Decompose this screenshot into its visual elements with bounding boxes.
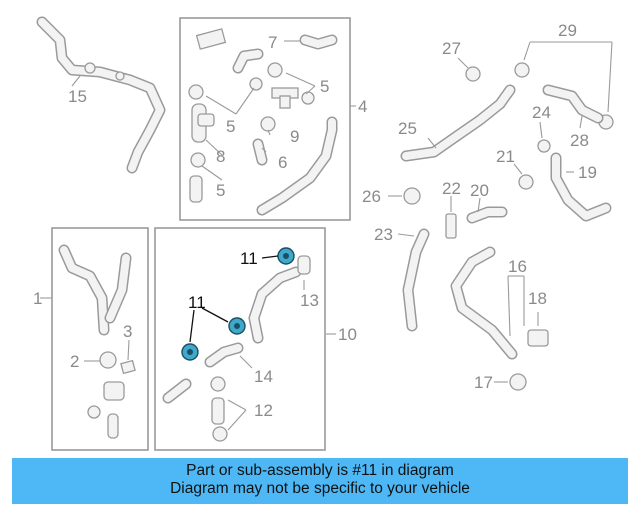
- callout-18: 18: [528, 289, 547, 308]
- housing-part-1: [58, 244, 132, 336]
- group-box-4: [179, 17, 351, 221]
- clamp-part-29-a: [514, 62, 530, 78]
- clamp-part-12-b: [212, 426, 228, 442]
- callout-16: 16: [508, 257, 527, 276]
- callout-27: 27: [442, 39, 461, 58]
- hose-part-7: [299, 34, 338, 50]
- callout-17: 17: [474, 373, 493, 392]
- callout-8: 8: [216, 147, 225, 166]
- hose-part-28: [542, 84, 604, 124]
- clamp-part-11-bottom[interactable]: [181, 343, 199, 361]
- elbow-hose: [232, 48, 264, 74]
- clamp-part-2: [99, 351, 117, 369]
- hose-part-23: [402, 228, 430, 332]
- hose-part-16: [450, 246, 518, 360]
- callout-10: 10: [338, 325, 357, 344]
- clamp-part-5-b: [249, 77, 263, 91]
- callout-25: 25: [398, 119, 417, 138]
- main-hose-4: [256, 116, 338, 216]
- banner-line-2: Diagram may not be specific to your vehi…: [170, 480, 470, 497]
- hose-part-20: [466, 206, 508, 224]
- o-ring-part: [87, 405, 101, 419]
- clamp-part-26: [403, 187, 421, 205]
- callout-1: 1: [33, 289, 42, 308]
- clamp-part-21: [518, 174, 534, 190]
- hose-part-6: [252, 138, 268, 166]
- clamp-part-17: [509, 373, 527, 391]
- callout-9: 9: [290, 127, 299, 146]
- fitting-part: [103, 381, 125, 401]
- callout-19: 19: [578, 163, 597, 182]
- callout-3: 3: [123, 322, 132, 341]
- callout-4: 4: [358, 97, 367, 116]
- clamp-part-9: [260, 116, 276, 132]
- fitting-part-13: [297, 255, 311, 275]
- callout-29: 29: [558, 21, 577, 40]
- callout-5-c: 5: [216, 181, 225, 200]
- callout-20: 20: [470, 181, 489, 200]
- hose-part-10: [248, 266, 302, 344]
- clamp-part-12-a: [210, 376, 226, 392]
- banner-line-1: Part or sub-assembly is #11 in diagram: [186, 462, 454, 479]
- callout-2: 2: [70, 352, 79, 371]
- callout-26: 26: [362, 187, 381, 206]
- callout-28: 28: [570, 131, 589, 150]
- callout-21: 21: [496, 147, 515, 166]
- o-ring-part-24: [537, 139, 551, 153]
- callout-5-b: 5: [226, 117, 235, 136]
- bracket-part-18: [527, 329, 549, 347]
- hose-part-14: [162, 342, 244, 404]
- bracket-part: [107, 413, 119, 439]
- callout-24: 24: [532, 103, 551, 122]
- clamp-part-5-a: [267, 62, 283, 78]
- group-box-10: [154, 227, 326, 451]
- callout-13: 13: [300, 291, 319, 310]
- clamp-part: [301, 91, 315, 105]
- callout-15: 15: [68, 87, 87, 106]
- clamp-part-5-c: [188, 84, 204, 100]
- cap-part-3: [120, 359, 136, 375]
- callout-12: 12: [254, 401, 273, 420]
- info-banner: Part or sub-assembly is #11 in diagram D…: [12, 458, 628, 504]
- clamp-part-11-top[interactable]: [277, 247, 295, 265]
- pipe-part-12: [211, 397, 225, 425]
- callout-7: 7: [268, 33, 277, 52]
- clamp-part-27: [465, 66, 481, 82]
- clamp-part-11-middle[interactable]: [228, 317, 246, 335]
- pipe-part-15: [36, 16, 166, 174]
- hose-part-19: [550, 152, 612, 222]
- callout-6: 6: [278, 153, 287, 172]
- group-box-1: [51, 227, 149, 451]
- parts-diagram: 1 2 3 4 5 5 5 6 7 8 9 10 11 11 12 13 14 …: [33, 16, 614, 451]
- plug-part-22: [445, 213, 457, 239]
- callout-22: 22: [442, 179, 461, 198]
- gasket-part: [195, 28, 227, 50]
- callout-5-a: 5: [320, 77, 329, 96]
- callout-11-top: 11: [240, 249, 258, 268]
- callout-14: 14: [254, 367, 273, 386]
- callout-11-lower: 11: [188, 293, 206, 312]
- callout-23: 23: [374, 225, 393, 244]
- clamp-part-5-d: [190, 152, 206, 168]
- hose-part-25: [400, 84, 516, 162]
- connector-part: [189, 175, 203, 203]
